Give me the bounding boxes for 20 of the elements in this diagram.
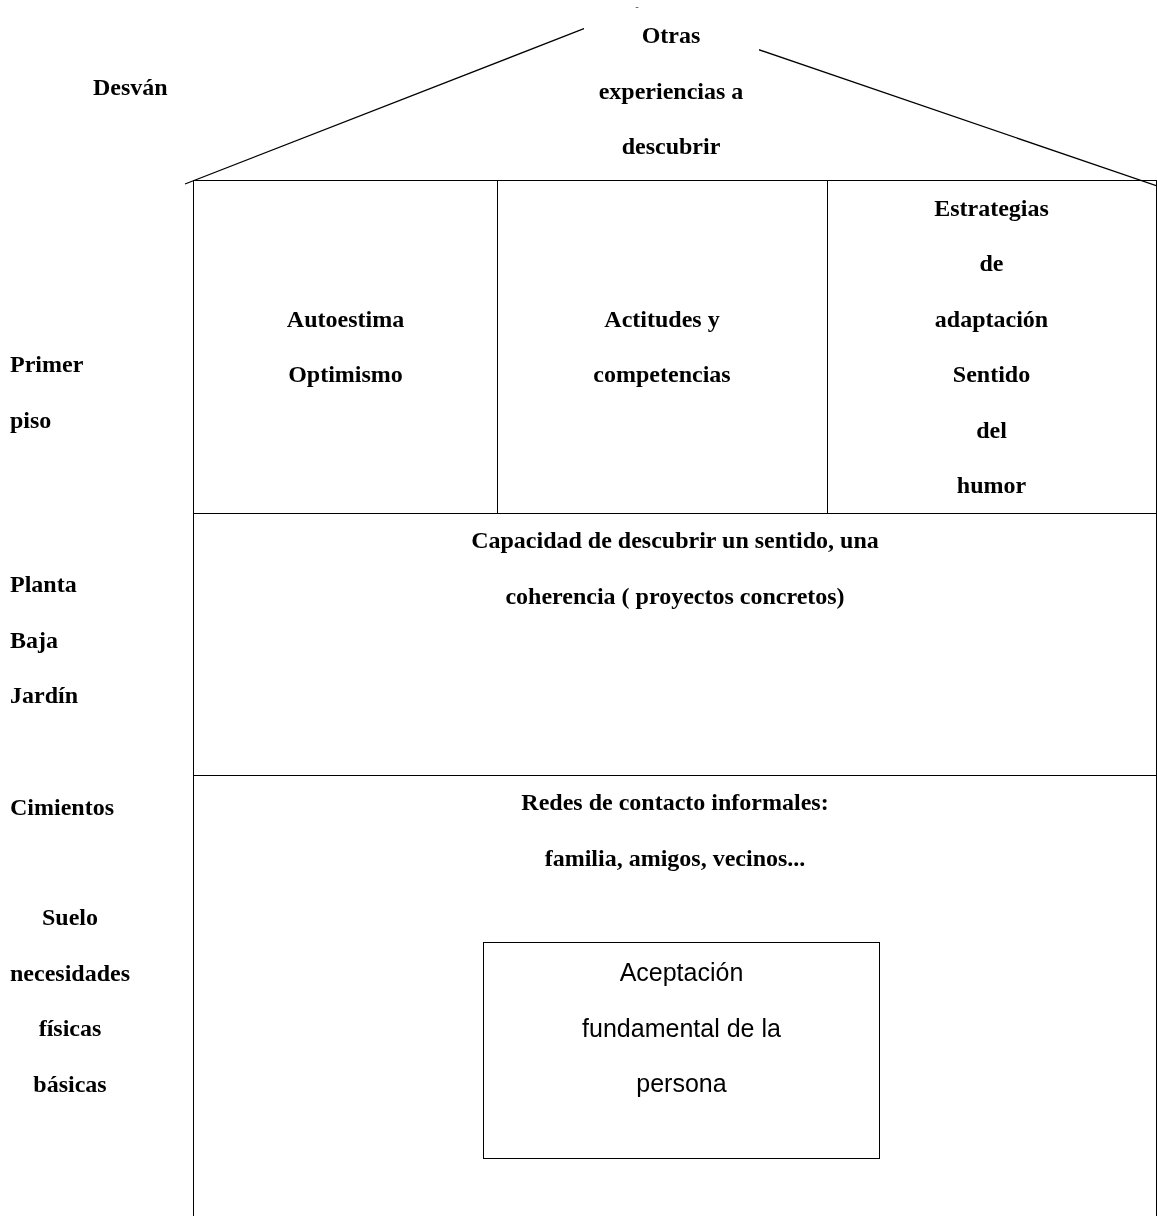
level-label: Planta Baja Jardín xyxy=(10,570,79,710)
level-label: Primer piso xyxy=(10,350,84,435)
box-text: Optimismo xyxy=(288,360,403,389)
floor-box xyxy=(193,775,1157,1216)
inner-box xyxy=(483,942,880,1159)
floor-box xyxy=(827,180,1157,514)
box-text: familia, amigos, vecinos... xyxy=(543,843,807,873)
level-label: Desván xyxy=(93,73,169,102)
box-text: Redes de contacto informales: xyxy=(520,788,830,817)
box-text: Autoestima xyxy=(286,304,405,334)
level-label: Cimientos xyxy=(10,793,115,822)
box-text: Capacidad de descubrir un sentido, una coherencia ( proyectos concretos) xyxy=(470,526,880,611)
floor-box xyxy=(193,180,498,514)
level-label: Suelo necesidades físicas básicas xyxy=(10,903,130,1099)
floor-box xyxy=(497,180,828,514)
box-text: Actitudes y competencias xyxy=(593,304,731,389)
box-text: Sentido del humor xyxy=(952,360,1031,500)
floor-box xyxy=(193,513,1157,776)
box-text: Aceptación fundamental de la persona xyxy=(581,957,782,1099)
box-text: Estrategias de adaptación xyxy=(934,193,1049,334)
